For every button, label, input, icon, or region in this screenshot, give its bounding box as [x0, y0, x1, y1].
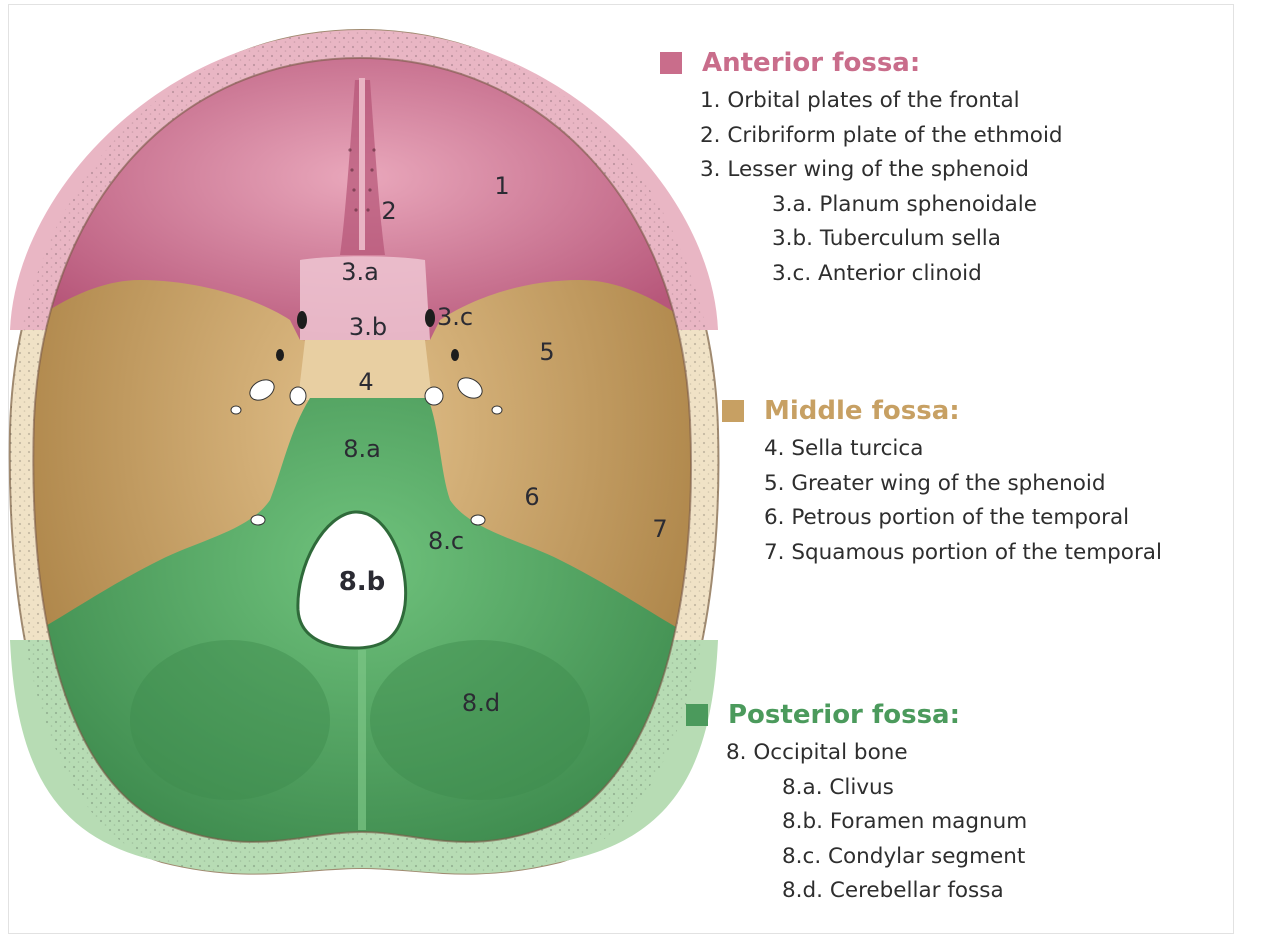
label-8a: 8.a — [343, 435, 381, 463]
legend-item: 8.b. Foramen magnum — [782, 809, 1028, 834]
cranial-cavity-outline — [32, 56, 693, 843]
skull-base-illustration: 1 2 3.a 3.b 3.c 4 5 6 7 8.a 8.b 8.c 8.d — [8, 28, 720, 875]
legend-item: 3. Lesser wing of the sphenoid — [700, 157, 1029, 182]
label-8d: 8.d — [462, 689, 500, 717]
legend-item: 8.d. Cerebellar fossa — [782, 878, 1004, 903]
label-8b: 8.b — [339, 567, 386, 597]
legend-anterior: Anterior fossa: 1. Orbital plates of the… — [660, 48, 1063, 291]
label-5: 5 — [539, 338, 554, 366]
middle-swatch-icon — [722, 400, 744, 422]
foramen-magnum — [296, 510, 408, 650]
label-6: 6 — [524, 483, 539, 511]
legend-posterior-heading: Posterior fossa: — [686, 700, 1027, 730]
legend-anterior-title: Anterior fossa: — [702, 48, 921, 78]
planum-sphenoidale — [300, 256, 430, 340]
label-2: 2 — [381, 197, 396, 225]
sella-turcica — [298, 340, 432, 400]
legend-item: 3.b. Tuberculum sella — [772, 226, 1001, 251]
legend-item: 8.a. Clivus — [782, 774, 894, 800]
legend-item: 8. Occipital bone — [726, 740, 908, 765]
label-3c: 3.c — [437, 303, 473, 331]
label-3a: 3.a — [341, 258, 379, 286]
legend-item: 4. Sella turcica — [764, 436, 924, 461]
posterior-swatch-icon — [686, 704, 708, 726]
legend-anterior-heading: Anterior fossa: — [660, 48, 1063, 78]
legend-item: 3.a. Planum sphenoidale — [772, 191, 1037, 217]
legend-middle: Middle fossa: 4. Sella turcica 5. Greate… — [722, 396, 1162, 570]
label-3b: 3.b — [349, 313, 387, 341]
label-7: 7 — [652, 515, 667, 543]
label-4: 4 — [358, 368, 373, 396]
label-8c: 8.c — [428, 527, 464, 555]
legend-item: 6. Petrous portion of the temporal — [764, 505, 1130, 530]
legend-posterior-title: Posterior fossa: — [728, 700, 960, 730]
legend-posterior: Posterior fossa: 8. Occipital bone 8.a. … — [686, 700, 1027, 909]
legend-item: 3.c. Anterior clinoid — [772, 260, 982, 286]
legend-middle-title: Middle fossa: — [764, 396, 960, 426]
legend-middle-heading: Middle fossa: — [722, 396, 1162, 426]
label-1: 1 — [494, 172, 509, 200]
legend-item: 2. Cribriform plate of the ethmoid — [700, 122, 1063, 148]
foramina — [230, 377, 503, 526]
optic-canals — [276, 309, 459, 361]
legend-item: 7. Squamous portion of the temporal — [764, 539, 1162, 565]
legend-item: 1. Orbital plates of the frontal — [700, 88, 1020, 113]
legend-item: 8.c. Condylar segment — [782, 843, 1026, 869]
legend-item: 5. Greater wing of the sphenoid — [764, 470, 1106, 496]
anterior-swatch-icon — [660, 52, 682, 74]
